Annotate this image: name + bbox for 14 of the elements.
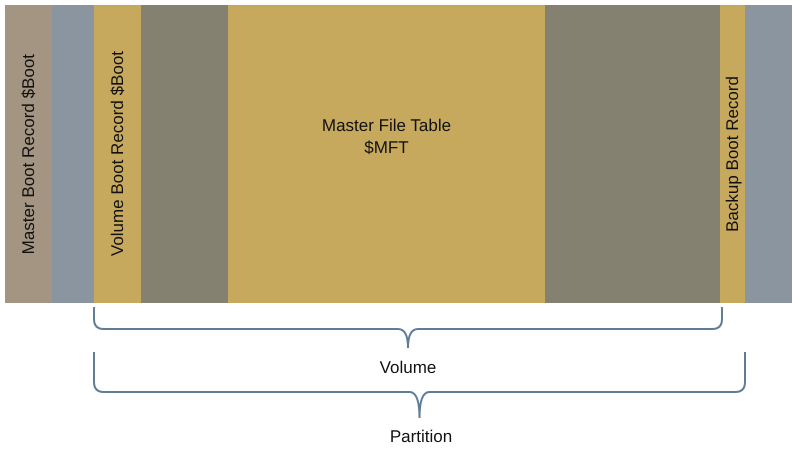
region-label: Backup Boot Record (722, 76, 742, 232)
region-label: Master Boot Record $Boot (18, 54, 38, 254)
disk-region (52, 5, 94, 303)
disk-region (141, 5, 228, 303)
region-label: Master File Table $MFT (320, 114, 452, 158)
disk-region (5, 5, 52, 303)
region-label: Volume Boot Record $Boot (108, 51, 128, 257)
disk-region (94, 5, 141, 303)
disk-region (545, 5, 720, 303)
brace-label: Partition (390, 427, 452, 447)
disk-region (720, 5, 745, 303)
disk-region (745, 5, 792, 303)
disk-region (228, 5, 545, 303)
brace-label: Volume (380, 358, 436, 378)
